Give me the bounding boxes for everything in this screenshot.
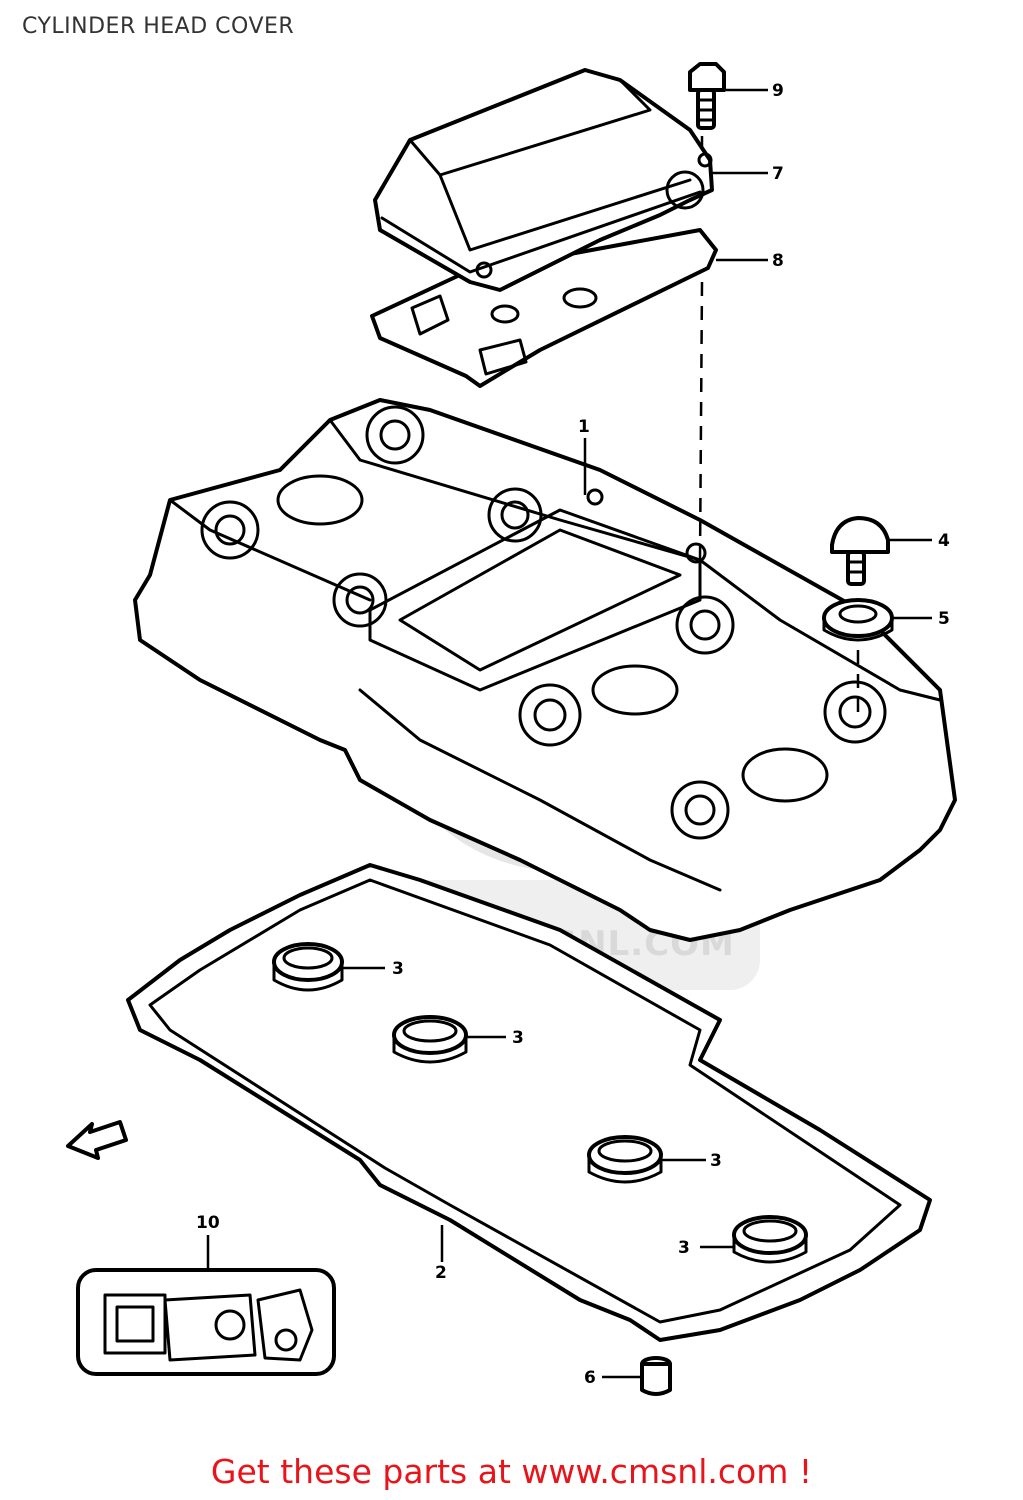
part-9-bolt xyxy=(688,62,726,130)
ring-3d xyxy=(732,1215,808,1264)
leader-lines xyxy=(206,88,932,1379)
callout-1: 1 xyxy=(578,417,590,437)
callout-10: 10 xyxy=(196,1213,220,1233)
part-6-dowel-pin xyxy=(640,1356,672,1396)
front-arrow-icon xyxy=(66,1120,128,1160)
callout-4: 4 xyxy=(938,531,950,551)
part-1-cylinder-head-cover xyxy=(133,398,957,942)
page-title: CYLINDER HEAD COVER xyxy=(22,14,295,39)
ring-3a xyxy=(272,942,344,992)
callout-3c: 3 xyxy=(710,1151,722,1171)
callout-6: 6 xyxy=(584,1368,596,1388)
part-8-gasket-plate xyxy=(370,228,718,388)
callout-3d: 3 xyxy=(678,1238,690,1258)
part-5-seal-washer xyxy=(822,598,894,642)
callout-9: 9 xyxy=(772,81,784,101)
callout-5: 5 xyxy=(938,609,950,629)
callout-2: 2 xyxy=(435,1263,447,1283)
callout-3b: 3 xyxy=(512,1028,524,1048)
part-4-cap-bolt xyxy=(830,516,890,586)
footer-parts-link[interactable]: Get these parts at www.cmsnl.com ! xyxy=(210,1452,813,1491)
callout-labels: 9 7 8 1 4 5 3 3 3 3 2 6 10 xyxy=(196,81,950,1388)
part-2-cover-gasket xyxy=(126,863,932,1342)
callout-8: 8 xyxy=(772,251,784,271)
part-7-breather-cover xyxy=(373,68,714,292)
part-3-plug-hole-rings xyxy=(272,942,808,1264)
ring-3c xyxy=(587,1135,663,1184)
ring-3b xyxy=(392,1015,468,1064)
callout-7: 7 xyxy=(772,164,784,184)
callout-3a: 3 xyxy=(392,959,404,979)
part-10-gasket-set xyxy=(76,1268,336,1376)
